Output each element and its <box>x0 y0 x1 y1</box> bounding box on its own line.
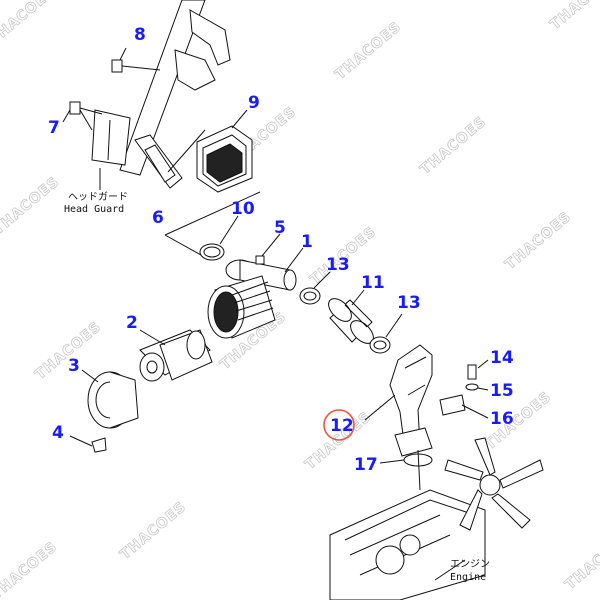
callout-8: 8 <box>134 25 146 45</box>
callout-6: 6 <box>152 208 164 228</box>
bracket-assembly <box>439 359 489 419</box>
callout-3: 3 <box>68 356 80 376</box>
callout-4: 4 <box>52 423 64 443</box>
watermark: THACOES <box>332 19 404 83</box>
watermark: THACOES <box>117 499 189 563</box>
callout-7: 7 <box>48 118 60 138</box>
callout-16: 16 <box>490 409 514 429</box>
callout-1: 1 <box>301 232 313 252</box>
fitting-5 <box>255 233 281 265</box>
watermark: THACOES <box>417 114 489 178</box>
callout-9: 9 <box>248 93 260 113</box>
callout-14: 14 <box>490 348 514 368</box>
engine-label-jp: エンジン <box>450 559 490 570</box>
watermark: THACOES <box>0 539 61 600</box>
precleaner-9 <box>167 109 253 193</box>
clamp-13b <box>369 313 403 354</box>
callout-11: 11 <box>361 273 385 293</box>
elbow-pipe-12 <box>364 344 433 457</box>
gasket-17 <box>379 453 433 467</box>
head-guard-label-jp: ヘッドガード <box>68 191 128 203</box>
engine-label-en: Engine <box>450 572 486 583</box>
callout-13a: 13 <box>326 255 350 275</box>
callout-15: 15 <box>490 381 514 401</box>
air-cleaner-body-1 <box>207 247 304 339</box>
head-guard-label-en: Head Guard <box>64 204 124 215</box>
filter-element-2 <box>139 329 213 382</box>
watermark: THACOES <box>502 209 574 273</box>
watermark: THACOES <box>0 0 59 48</box>
watermark: THACOES <box>0 174 63 238</box>
callout-2: 2 <box>126 313 138 333</box>
callout-13b: 13 <box>397 293 421 313</box>
callout-5: 5 <box>274 218 286 238</box>
bolt-7 <box>62 101 103 123</box>
callout-17: 17 <box>354 455 378 475</box>
cover-3 <box>81 369 139 429</box>
bolt-8 <box>111 47 161 73</box>
watermark: THACOES <box>547 0 600 33</box>
valve-4 <box>69 435 107 453</box>
engine <box>329 449 486 600</box>
highlight-circle-12 <box>323 409 355 441</box>
head-guard-frame <box>79 0 231 190</box>
hose-11 <box>328 289 374 344</box>
clamp-10 <box>164 191 261 261</box>
callout-12: 12 <box>330 416 354 436</box>
callout-10: 10 <box>231 199 255 219</box>
watermark: THACOES <box>562 529 600 593</box>
fan <box>444 437 544 531</box>
clamp-13a <box>299 271 331 305</box>
